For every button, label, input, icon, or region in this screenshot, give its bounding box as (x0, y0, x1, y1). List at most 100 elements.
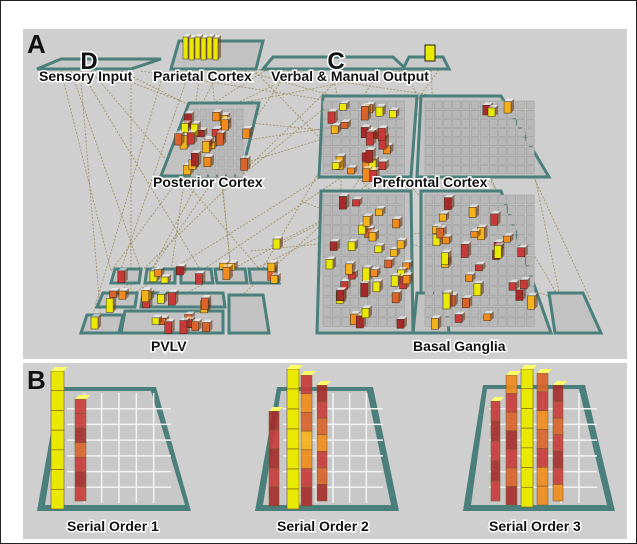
grid-cell (479, 146, 489, 156)
activation-side (446, 210, 450, 222)
grid-cell (516, 119, 526, 128)
activation-bar (200, 37, 207, 61)
activation-bar (272, 238, 281, 250)
grid-cell (396, 165, 405, 174)
connection-line (80, 80, 102, 322)
activation-top (240, 155, 251, 159)
grid-cell (217, 168, 226, 178)
activation-bar (490, 440, 501, 462)
grid-cell (507, 266, 517, 276)
grid-cell (516, 165, 526, 174)
activation-bar (505, 393, 518, 413)
activation-top (75, 395, 90, 399)
grid-cell (359, 235, 369, 246)
activation-bar (442, 292, 451, 310)
activation-bar (487, 107, 496, 117)
grid-cell (424, 109, 434, 119)
grid-cell (452, 165, 461, 174)
activation-top (191, 150, 202, 154)
grid-cell (525, 165, 535, 174)
activation-top (109, 287, 120, 291)
grid-cell (433, 109, 443, 119)
activation-top (345, 260, 356, 264)
grid-cell (341, 215, 350, 225)
activation-top (348, 238, 359, 242)
activation-bar (194, 36, 201, 60)
activation-top (482, 102, 493, 106)
activation-bar (375, 106, 384, 117)
grid-cell (443, 109, 452, 119)
grid-cell (498, 194, 507, 205)
grid-cell (331, 276, 341, 286)
grid-cell (341, 128, 350, 137)
activation-top (444, 194, 455, 198)
activation-bar (286, 428, 300, 450)
grid-cell (452, 235, 461, 246)
connection-line (330, 66, 342, 112)
activation-bar (330, 125, 339, 134)
grid-cell (443, 276, 452, 286)
activation-top (509, 279, 520, 283)
activation-bar (441, 252, 449, 265)
grid-cell (498, 317, 507, 327)
grid-cell (387, 165, 396, 174)
activation-side (534, 292, 538, 310)
grid-cell (350, 204, 359, 215)
grid-cell (424, 276, 434, 286)
activation-side (379, 278, 383, 292)
connection-line (70, 70, 142, 272)
grid-cell (396, 146, 405, 156)
activation-bar (374, 245, 383, 253)
activation-bar (431, 318, 439, 330)
activation-top (187, 129, 198, 133)
grid-cell (479, 155, 489, 165)
activation-bar (316, 384, 328, 402)
activation-bar (402, 274, 411, 285)
activation-bar (392, 218, 400, 229)
grid-cell (489, 276, 498, 286)
activation-top (181, 120, 192, 124)
activation-side (484, 224, 488, 240)
activation-bar (286, 448, 300, 470)
activation-side (234, 260, 238, 271)
grid-cell (322, 137, 332, 147)
activation-top (392, 216, 403, 220)
activation-bar (552, 434, 564, 452)
activation-bar (286, 408, 300, 430)
activation-top (201, 35, 209, 38)
activation-bar (442, 236, 450, 245)
activation-top (520, 276, 531, 280)
activation-bar (160, 276, 169, 284)
grid-cell (507, 306, 517, 317)
activation-top (51, 367, 68, 371)
grid-cell (443, 119, 452, 128)
grid-cell (350, 296, 359, 307)
posterior-cortex-label: Posterior Cortex (153, 174, 263, 190)
activation-top (212, 109, 223, 113)
activation-top (439, 210, 450, 214)
activation-side (522, 286, 526, 301)
grid-cell (433, 204, 443, 215)
activation-top (213, 35, 221, 38)
grid-cell (322, 245, 332, 256)
grid-cell (516, 100, 526, 110)
grid-cell (489, 119, 498, 128)
grid-cell (322, 306, 332, 317)
connection-line (220, 66, 312, 112)
activation-bar (268, 448, 280, 469)
grid-cell (516, 128, 526, 137)
grid-cell (479, 245, 489, 256)
activation-side (171, 318, 175, 334)
activation-side (382, 104, 386, 117)
connection-line (100, 70, 182, 102)
activation-top (378, 158, 389, 162)
grid-cell (424, 266, 434, 276)
activation-bar (176, 266, 184, 276)
grid-cell (341, 109, 350, 119)
grid-cell (479, 215, 489, 225)
grid-cell (470, 128, 480, 137)
connection-line (490, 180, 562, 302)
grid-cell (387, 119, 396, 128)
activation-bar (300, 468, 313, 488)
grid-cell (424, 194, 434, 205)
